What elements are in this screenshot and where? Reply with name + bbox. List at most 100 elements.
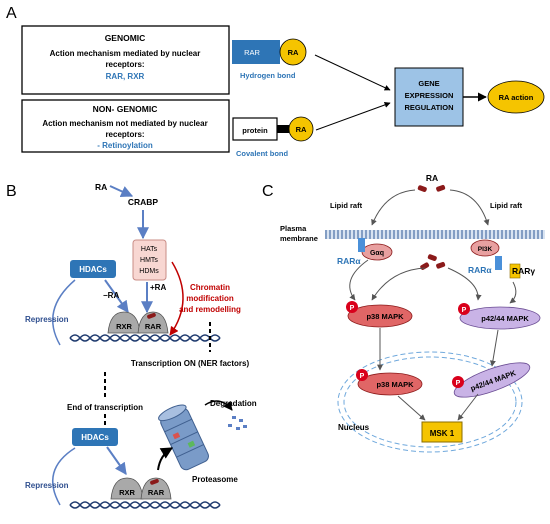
- gaq-label: Gαq: [370, 250, 384, 257]
- dna-strand-2: [69, 334, 221, 342]
- nongenomic-box: [21, 99, 230, 153]
- arrow-ra-crabp: [109, 185, 134, 197]
- rar-shape: [137, 311, 169, 334]
- genomic-desc-line1: Action mechanism mediated by nuclear: [50, 49, 201, 58]
- rar-label-b: RAR: [145, 322, 162, 331]
- p-badge-3: [356, 369, 368, 381]
- rxr-label-2: RXR: [119, 488, 135, 497]
- panel-a: A GENOMIC Action mechanism mediated by n…: [6, 5, 545, 158]
- dna-strand-1: [69, 334, 221, 342]
- hdacs-box-2: [72, 428, 118, 446]
- p38-mapk-label: p38 MAPK: [366, 312, 404, 321]
- c-ra-label: RA: [426, 173, 438, 183]
- dna-strand-4: [69, 501, 221, 509]
- proteasome-label: Proteasome: [192, 475, 238, 484]
- p-label-4: P: [456, 380, 461, 387]
- p4244-mapk-oval: [459, 306, 541, 330]
- p4244-mapk-nuc-oval: [453, 362, 531, 398]
- repression-arc-2: [52, 447, 76, 506]
- protein-label: protein: [242, 126, 268, 135]
- msk1-box: [421, 421, 463, 443]
- ra-circle: [279, 38, 307, 66]
- panel-c-label: C: [262, 183, 274, 200]
- hdacs-box: [70, 260, 116, 278]
- rara-left-shape: [358, 238, 365, 252]
- arrow-ra-right: [449, 189, 490, 226]
- nucleus-inner: [343, 356, 517, 448]
- plasma-membrane: [325, 230, 545, 239]
- p4244-mapk-label: p42/44 MAPK: [481, 314, 529, 323]
- arrow-ra-p4244: [447, 267, 482, 301]
- arrow-p38-msk1: [397, 395, 426, 421]
- chromatin-arrow: [169, 261, 184, 336]
- chromatin-line3: and remodelling: [179, 305, 241, 314]
- minus-ra-label: −RA: [103, 291, 119, 300]
- arrow-to-proteasome: [157, 447, 174, 471]
- arrow-hdacs2-rxr: [106, 446, 127, 475]
- arrow-ra-p38: [371, 267, 426, 301]
- rar-shape-2: [140, 477, 172, 500]
- pi3k-oval: [470, 239, 500, 257]
- plasma-line1: Plasma: [280, 224, 307, 233]
- degradation-fragments: [228, 416, 247, 430]
- p38-mapk-oval: [347, 304, 413, 328]
- rxr-label: RXR: [116, 322, 132, 331]
- arrow-ra-left: [371, 189, 416, 226]
- end-transcription-label: End of transcription: [67, 403, 143, 412]
- p-label-3: P: [360, 373, 365, 380]
- panel-b-label: B: [6, 183, 17, 200]
- nucleus-label: Nucleus: [338, 423, 370, 432]
- repression-arc: [52, 279, 76, 346]
- rarg-label: RARγ: [512, 266, 535, 276]
- gene-reg-line2: EXPRESSION: [405, 91, 454, 100]
- p-label-2: P: [462, 307, 467, 314]
- ra-label-2: RA: [296, 125, 307, 134]
- p-badge-1: [346, 301, 358, 313]
- lipid-raft-left: Lipid raft: [330, 201, 363, 210]
- p38-mapk-nuc-label: p38 MAPK: [376, 380, 414, 389]
- covalent-bond-label: Covalent bond: [236, 149, 289, 158]
- covalent-link: [277, 125, 289, 133]
- hdms-label: HDMs: [139, 268, 159, 275]
- arrow-nongenomic: [315, 102, 391, 131]
- nongenomic-desc-line2: receptors:: [105, 130, 144, 139]
- arrow-p4244-msk1: [457, 393, 479, 421]
- arrow-rarg-p4244: [509, 281, 517, 304]
- crabp-label: CRABP: [128, 197, 159, 207]
- gene-reg-line3: REGULATION: [404, 103, 453, 112]
- hmts-label: HMTs: [140, 257, 158, 264]
- ra-ligand-2: [150, 478, 159, 485]
- genomic-receptors: RAR, RXR: [106, 72, 145, 81]
- nongenomic-title: NON- GENOMIC: [93, 104, 158, 114]
- p-badge-4: [452, 376, 464, 388]
- genomic-title: GENOMIC: [105, 33, 146, 43]
- lipid-raft-right: Lipid raft: [490, 201, 523, 210]
- genomic-box: [21, 25, 230, 95]
- rarg-shape: [509, 263, 521, 279]
- gene-reg-line1: GENE: [418, 79, 439, 88]
- arrow-genomic: [314, 54, 391, 91]
- ra-action-oval: [487, 80, 545, 114]
- arrow-hdacs-rxr: [104, 279, 129, 313]
- panel-b: B RA CRABP HATs HMTs HDMs HDACs −RA +RA …: [6, 182, 257, 509]
- nongenomic-desc-line1: Action mechanism not mediated by nuclear: [42, 119, 207, 128]
- hdacs-label-2: HDACs: [81, 433, 109, 442]
- repression-label-2: Repression: [25, 481, 69, 490]
- hydrogen-bond-label: Hydrogen bond: [240, 71, 296, 80]
- degradation-label: Degradation: [210, 399, 257, 408]
- chromatin-line1: Chromatin: [190, 283, 230, 292]
- p38-mapk-nuc-oval: [357, 372, 423, 396]
- transcription-on-label: Transcription ON (NER factors): [131, 359, 250, 368]
- panel-c: C RA Lipid raft Lipid raft Plasma membra…: [262, 173, 545, 453]
- msk1-label: MSK 1: [430, 429, 455, 438]
- rar-box: [232, 40, 280, 64]
- chromatin-line2: modification: [186, 294, 234, 303]
- b-ra-label: RA: [95, 182, 107, 192]
- ra-circle-2: [288, 116, 314, 142]
- p-label-1: P: [350, 305, 355, 312]
- proteasome-shape: [158, 404, 209, 471]
- rara-left-label: RARα: [337, 256, 361, 266]
- genomic-desc-line2: receptors:: [105, 60, 144, 69]
- rar-label-b2: RAR: [148, 488, 165, 497]
